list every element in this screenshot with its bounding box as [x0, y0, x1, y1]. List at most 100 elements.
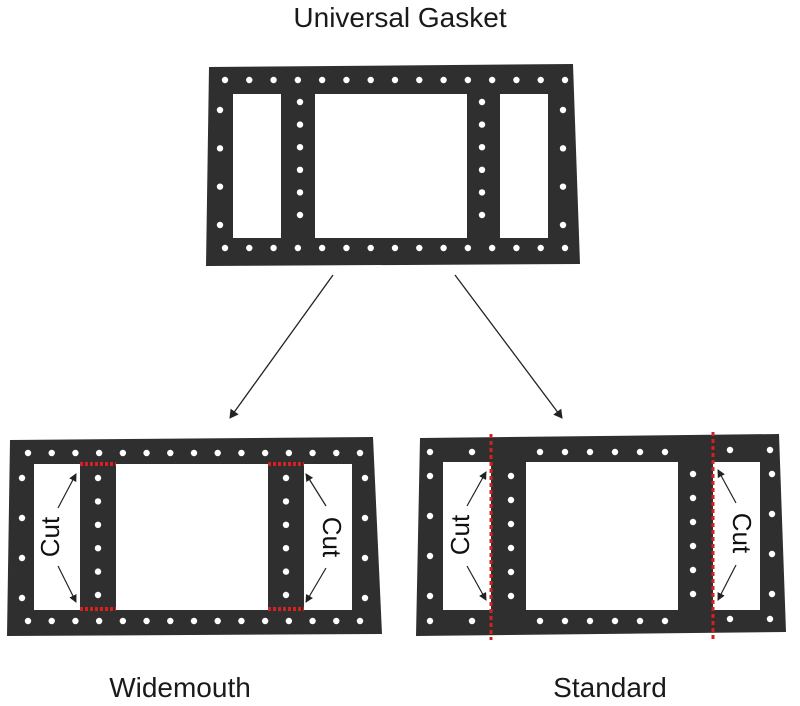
bolt-hole: [464, 76, 472, 84]
arrow-to-widemouth: [229, 274, 334, 419]
cut-lines: [489, 432, 715, 640]
bolt-hole: [766, 615, 774, 623]
bolt-hole: [561, 76, 569, 84]
bolt-hole: [282, 568, 290, 575]
bolt-hole: [94, 474, 102, 482]
cut-label-right: Cut: [317, 517, 347, 558]
bolt-hole: [282, 521, 290, 528]
bolt-hole: [48, 449, 55, 457]
bolt-hole: [468, 617, 476, 625]
bolt-hole: [661, 448, 669, 456]
bolt-hole: [270, 76, 277, 84]
bolt-hole: [440, 76, 447, 84]
bolt-hole: [296, 144, 304, 151]
bolt-hole: [416, 244, 423, 252]
bolt-hole: [246, 76, 253, 84]
bolt-hole: [726, 615, 734, 623]
bolt-hole: [488, 76, 496, 84]
bolt-hole: [478, 189, 486, 196]
bolt-hole: [768, 470, 776, 478]
bolt-hole: [661, 617, 669, 625]
bolt-hole: [343, 76, 350, 84]
cut-lines: [80, 462, 304, 611]
bolt-hole: [391, 244, 399, 252]
bolt-hole: [296, 189, 304, 196]
bolt-hole: [468, 448, 476, 456]
bolt-hole: [214, 617, 221, 625]
bolt-hole: [426, 617, 434, 625]
bolt-hole: [440, 244, 447, 252]
bolt-hole: [282, 498, 290, 505]
bolt-hole: [507, 544, 515, 552]
standard-gasket: Cut Cut: [416, 432, 786, 640]
bolt-hole: [270, 244, 277, 252]
bolt-hole: [143, 617, 150, 625]
bolt-hole: [94, 521, 102, 528]
bolt-hole: [536, 617, 544, 625]
bolt-hole: [343, 244, 350, 252]
bolt-hole: [361, 554, 369, 562]
bolt-hole: [167, 617, 174, 625]
bolt-hole: [216, 221, 224, 229]
bolt-hole: [95, 617, 103, 625]
gasket-holes: [216, 76, 569, 252]
bolt-hole: [426, 552, 434, 560]
bolt-hole: [766, 446, 774, 454]
bolt-hole: [537, 76, 544, 84]
bolt-hole: [24, 617, 32, 625]
gasket-holes: [18, 449, 369, 625]
bolt-hole: [689, 494, 697, 502]
bolt-hole: [478, 144, 486, 151]
bolt-hole: [333, 449, 340, 457]
bolt-hole: [282, 545, 290, 552]
gasket-holes: [426, 446, 776, 625]
bolt-hole: [95, 449, 103, 457]
bolt-hole: [726, 446, 734, 454]
bolt-hole: [478, 211, 486, 219]
bolt-hole: [559, 221, 567, 229]
bolt-hole: [689, 470, 697, 478]
bolt-hole: [261, 617, 269, 625]
bolt-hole: [94, 545, 102, 552]
bolt-hole: [488, 244, 496, 252]
bolt-hole: [361, 514, 369, 522]
bolt-hole: [586, 617, 594, 625]
bolt-hole: [94, 591, 102, 599]
bolt-hole: [18, 514, 26, 522]
bolt-hole: [478, 121, 486, 128]
bolt-hole: [309, 617, 316, 625]
bolt-hole: [221, 244, 229, 252]
bolt-hole: [119, 449, 127, 457]
bolt-hole: [285, 617, 293, 625]
bolt-hole: [416, 76, 423, 84]
bolt-hole: [309, 449, 316, 457]
bolt-hole: [507, 496, 515, 504]
bolt-hole: [143, 449, 150, 457]
bolt-hole: [636, 617, 644, 625]
bolt-hole: [507, 520, 515, 528]
bolt-hole: [296, 121, 304, 128]
bolt-hole: [513, 244, 520, 252]
bolt-hole: [48, 617, 55, 625]
bolt-hole: [537, 244, 544, 252]
bolt-hole: [119, 617, 127, 625]
bolt-hole: [367, 244, 374, 252]
bolt-hole: [391, 76, 399, 84]
bolt-hole: [507, 592, 515, 600]
bolt-hole: [507, 568, 515, 576]
bolt-hole: [356, 449, 364, 457]
bolt-hole: [513, 76, 520, 84]
bolt-hole: [689, 542, 697, 550]
bolt-hole: [689, 566, 697, 574]
bolt-hole: [478, 166, 486, 173]
bolt-hole: [361, 474, 369, 482]
universal-gasket: [206, 64, 580, 266]
bolt-hole: [216, 145, 224, 152]
bolt-hole: [768, 550, 776, 558]
bolt-hole: [426, 512, 434, 520]
bolt-hole: [238, 449, 245, 457]
bolt-hole: [296, 98, 304, 106]
bolt-hole: [426, 592, 434, 600]
bolt-hole: [611, 617, 619, 625]
